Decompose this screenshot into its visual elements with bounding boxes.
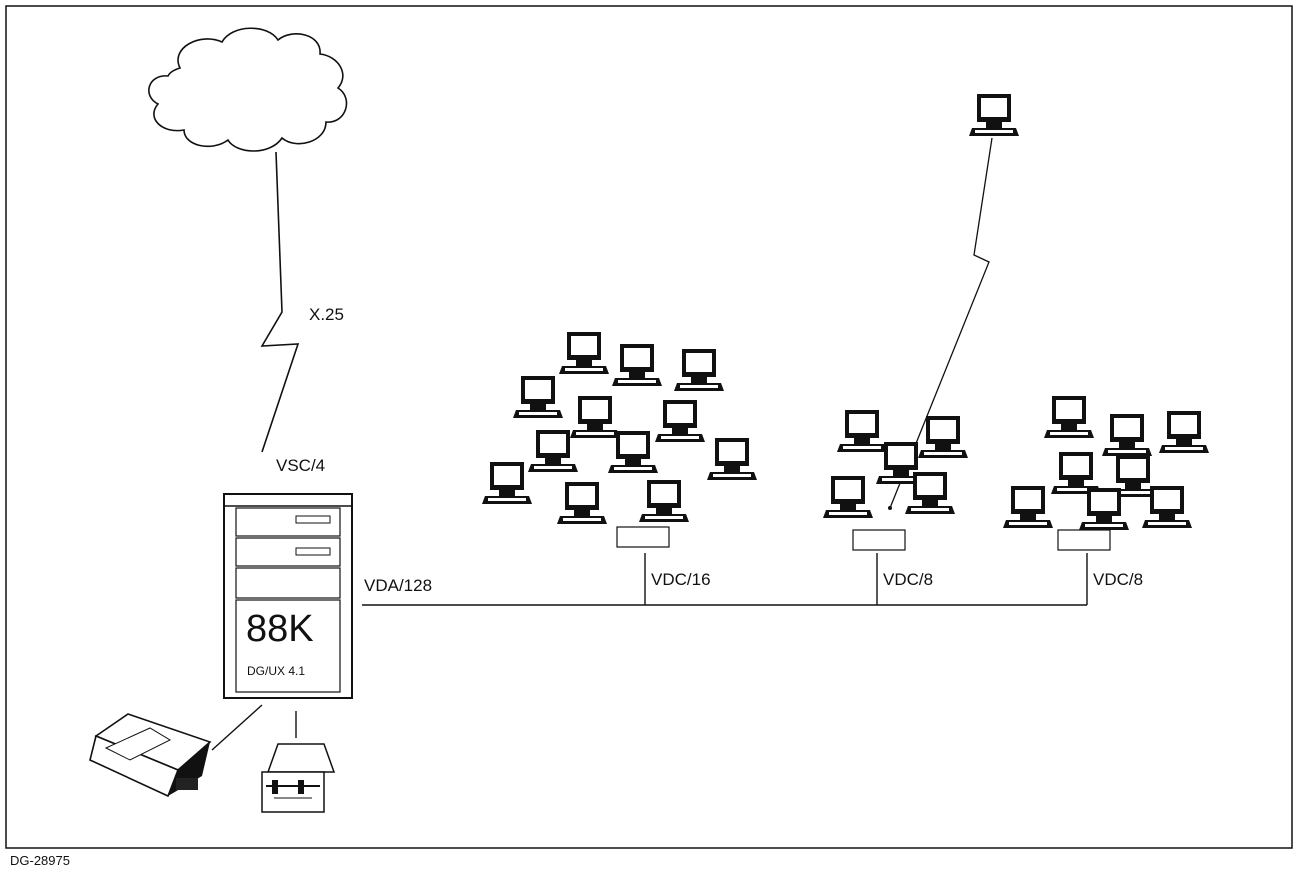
terminal bbox=[1003, 486, 1053, 528]
terminal bbox=[559, 332, 609, 374]
terminal bbox=[1044, 396, 1094, 438]
terminal bbox=[570, 396, 620, 438]
controller-box-vdc8-a bbox=[852, 529, 906, 551]
terminal bbox=[639, 480, 689, 522]
controller-box-vdc16 bbox=[616, 526, 670, 548]
remote-terminal bbox=[969, 94, 1019, 136]
vdc16-label: VDC/16 bbox=[651, 570, 711, 589]
vdc8-label-b: VDC/8 bbox=[1093, 570, 1144, 589]
x25-label: X.25 bbox=[309, 305, 344, 324]
server-model-label: 88K bbox=[246, 608, 314, 650]
remote-link-endpoint bbox=[888, 506, 892, 510]
vda128-label: VDA/128 bbox=[364, 576, 433, 595]
remote-link-line bbox=[889, 137, 993, 509]
terminal bbox=[557, 482, 607, 524]
terminal bbox=[1102, 414, 1152, 456]
server-88k bbox=[223, 493, 353, 699]
diagram-frame bbox=[5, 5, 1293, 849]
terminal bbox=[612, 344, 662, 386]
terminal bbox=[1159, 411, 1209, 453]
terminal-cluster-b bbox=[823, 410, 968, 518]
terminal bbox=[1051, 452, 1101, 494]
terminal bbox=[674, 349, 724, 391]
figure-code: DG-28975 bbox=[10, 853, 70, 868]
vdc8-label-a: VDC/8 bbox=[883, 570, 934, 589]
terminal bbox=[513, 376, 563, 418]
controller-box-vdc8-b bbox=[1057, 529, 1111, 551]
terminal bbox=[528, 430, 578, 472]
plotter bbox=[89, 713, 212, 798]
network-cloud bbox=[148, 27, 348, 152]
printer bbox=[261, 743, 336, 813]
terminal-cluster-a bbox=[482, 332, 757, 524]
terminal-cluster-c bbox=[1003, 396, 1209, 530]
vsc4-label: VSC/4 bbox=[276, 456, 326, 475]
server-os-label: DG/UX 4.1 bbox=[247, 664, 306, 678]
terminal bbox=[918, 416, 968, 458]
terminal bbox=[707, 438, 757, 480]
terminal bbox=[823, 476, 873, 518]
x25-link-line bbox=[260, 151, 300, 453]
server-to-plotter-line bbox=[211, 704, 263, 751]
terminal bbox=[837, 410, 887, 452]
terminal bbox=[482, 462, 532, 504]
terminal bbox=[655, 400, 705, 442]
